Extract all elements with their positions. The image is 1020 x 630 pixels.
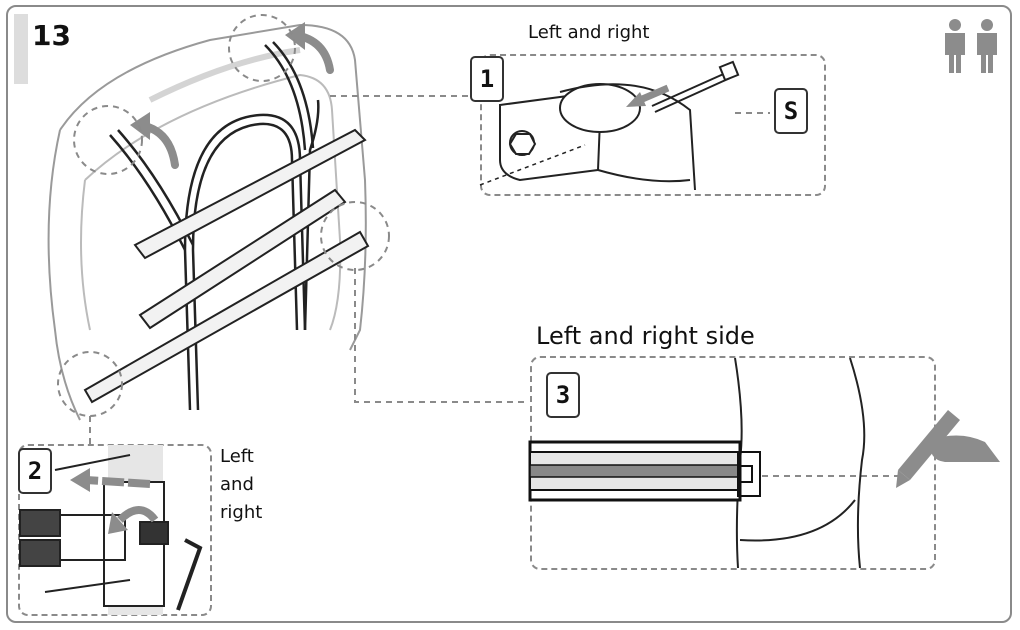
callout-2-caption-line1: Left — [220, 446, 254, 467]
step-frame — [6, 5, 1012, 623]
screw-s-badge: S — [774, 88, 808, 134]
callout-1-panel — [480, 54, 826, 196]
callout-2-caption-line2: and — [220, 474, 254, 495]
insert-arrow-icon — [626, 84, 670, 107]
bike-carrier-frame — [109, 41, 320, 411]
step-number: 13 — [32, 19, 71, 52]
wheel-rails — [83, 128, 370, 404]
callout-3-badge: 3 — [546, 372, 580, 418]
callout-3-caption: Left and right side — [536, 322, 755, 350]
callout-2-caption-line3: right — [220, 502, 263, 523]
pull-arrow-icon — [70, 468, 151, 492]
marker-pen-icon — [896, 410, 1000, 488]
step-accent-bar — [14, 14, 28, 84]
rotate-arrow-icon — [117, 506, 159, 523]
callout-1-caption: Left and right — [528, 22, 650, 43]
callout-2-badge: 2 — [18, 448, 52, 494]
callout-1-badge: 1 — [470, 56, 504, 102]
